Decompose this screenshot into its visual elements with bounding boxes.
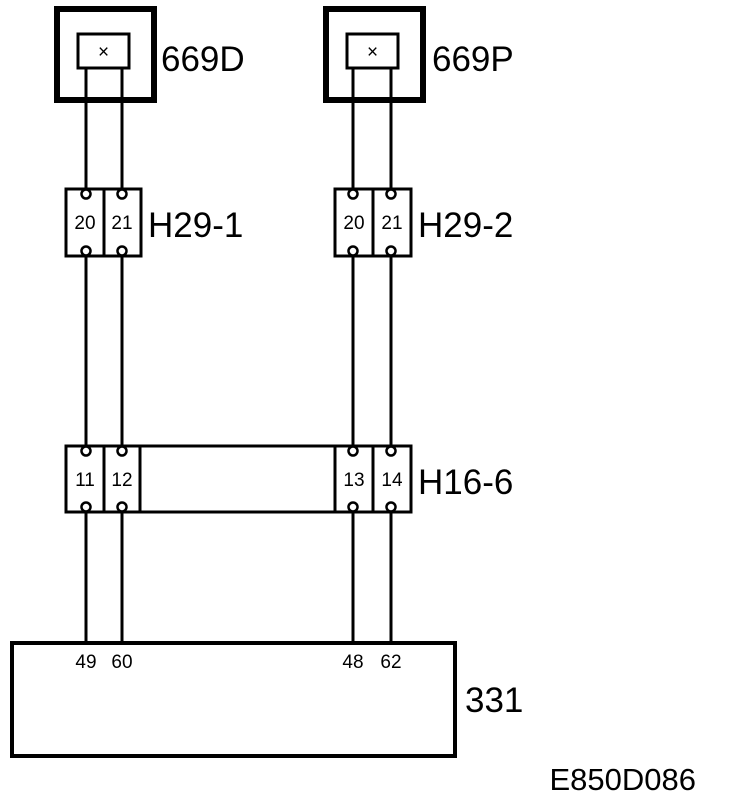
switch-669p: × 669P	[323, 6, 514, 103]
pin-label: 49	[75, 652, 96, 673]
connector-h16-6: 11 12 13 14 H16-6	[64, 444, 513, 514]
pin-circle	[347, 188, 359, 200]
switch-669p-contact	[345, 32, 400, 70]
pin-label: 12	[111, 470, 132, 491]
pin-circle	[385, 188, 397, 200]
connector-h16-6-body	[64, 444, 413, 514]
pin-label: 13	[343, 470, 364, 491]
pin-circle	[80, 245, 92, 257]
switch-669d: × 669D	[54, 6, 245, 103]
switch-669d-label: 669D	[161, 40, 245, 79]
switch-669p-x-icon: ×	[367, 42, 378, 63]
connector-h29-2: 20 21 H29-2	[333, 187, 513, 258]
connector-h29-1-label: H29-1	[148, 206, 243, 245]
ecu-331-label: 331	[465, 681, 523, 720]
switch-669d-x-icon: ×	[98, 42, 109, 63]
ecu-331: 49 60 48 62 331	[10, 641, 523, 758]
switch-669p-label: 669P	[432, 40, 514, 79]
pin-label: 60	[111, 652, 132, 673]
switch-669d-contact	[76, 32, 131, 70]
pin-label: 14	[381, 470, 403, 491]
pin-circle	[347, 445, 359, 457]
pin-circle	[116, 445, 128, 457]
pin-circle	[116, 501, 128, 513]
pin-circle	[116, 245, 128, 257]
pin-circle	[385, 245, 397, 257]
pin-circle	[80, 188, 92, 200]
connector-h29-1: 20 21 H29-1	[64, 187, 243, 258]
pin-label: 20	[74, 213, 95, 234]
pin-circle	[385, 445, 397, 457]
pin-label: 21	[381, 213, 402, 234]
connector-h16-6-label: H16-6	[418, 463, 513, 502]
pin-circle	[80, 501, 92, 513]
pin-label: 21	[111, 213, 132, 234]
pin-label: 48	[342, 652, 363, 673]
connector-h29-2-label: H29-2	[418, 206, 513, 245]
pin-circle	[347, 245, 359, 257]
pin-label: 62	[380, 652, 401, 673]
pin-label: 20	[343, 213, 364, 234]
pin-circle	[116, 188, 128, 200]
pin-circle	[80, 445, 92, 457]
pin-circle	[385, 501, 397, 513]
figure-code: E850D086	[549, 762, 696, 797]
pin-circle	[347, 501, 359, 513]
ecu-331-body	[10, 641, 457, 758]
wires	[84, 68, 393, 644]
pin-label: 11	[75, 470, 95, 491]
